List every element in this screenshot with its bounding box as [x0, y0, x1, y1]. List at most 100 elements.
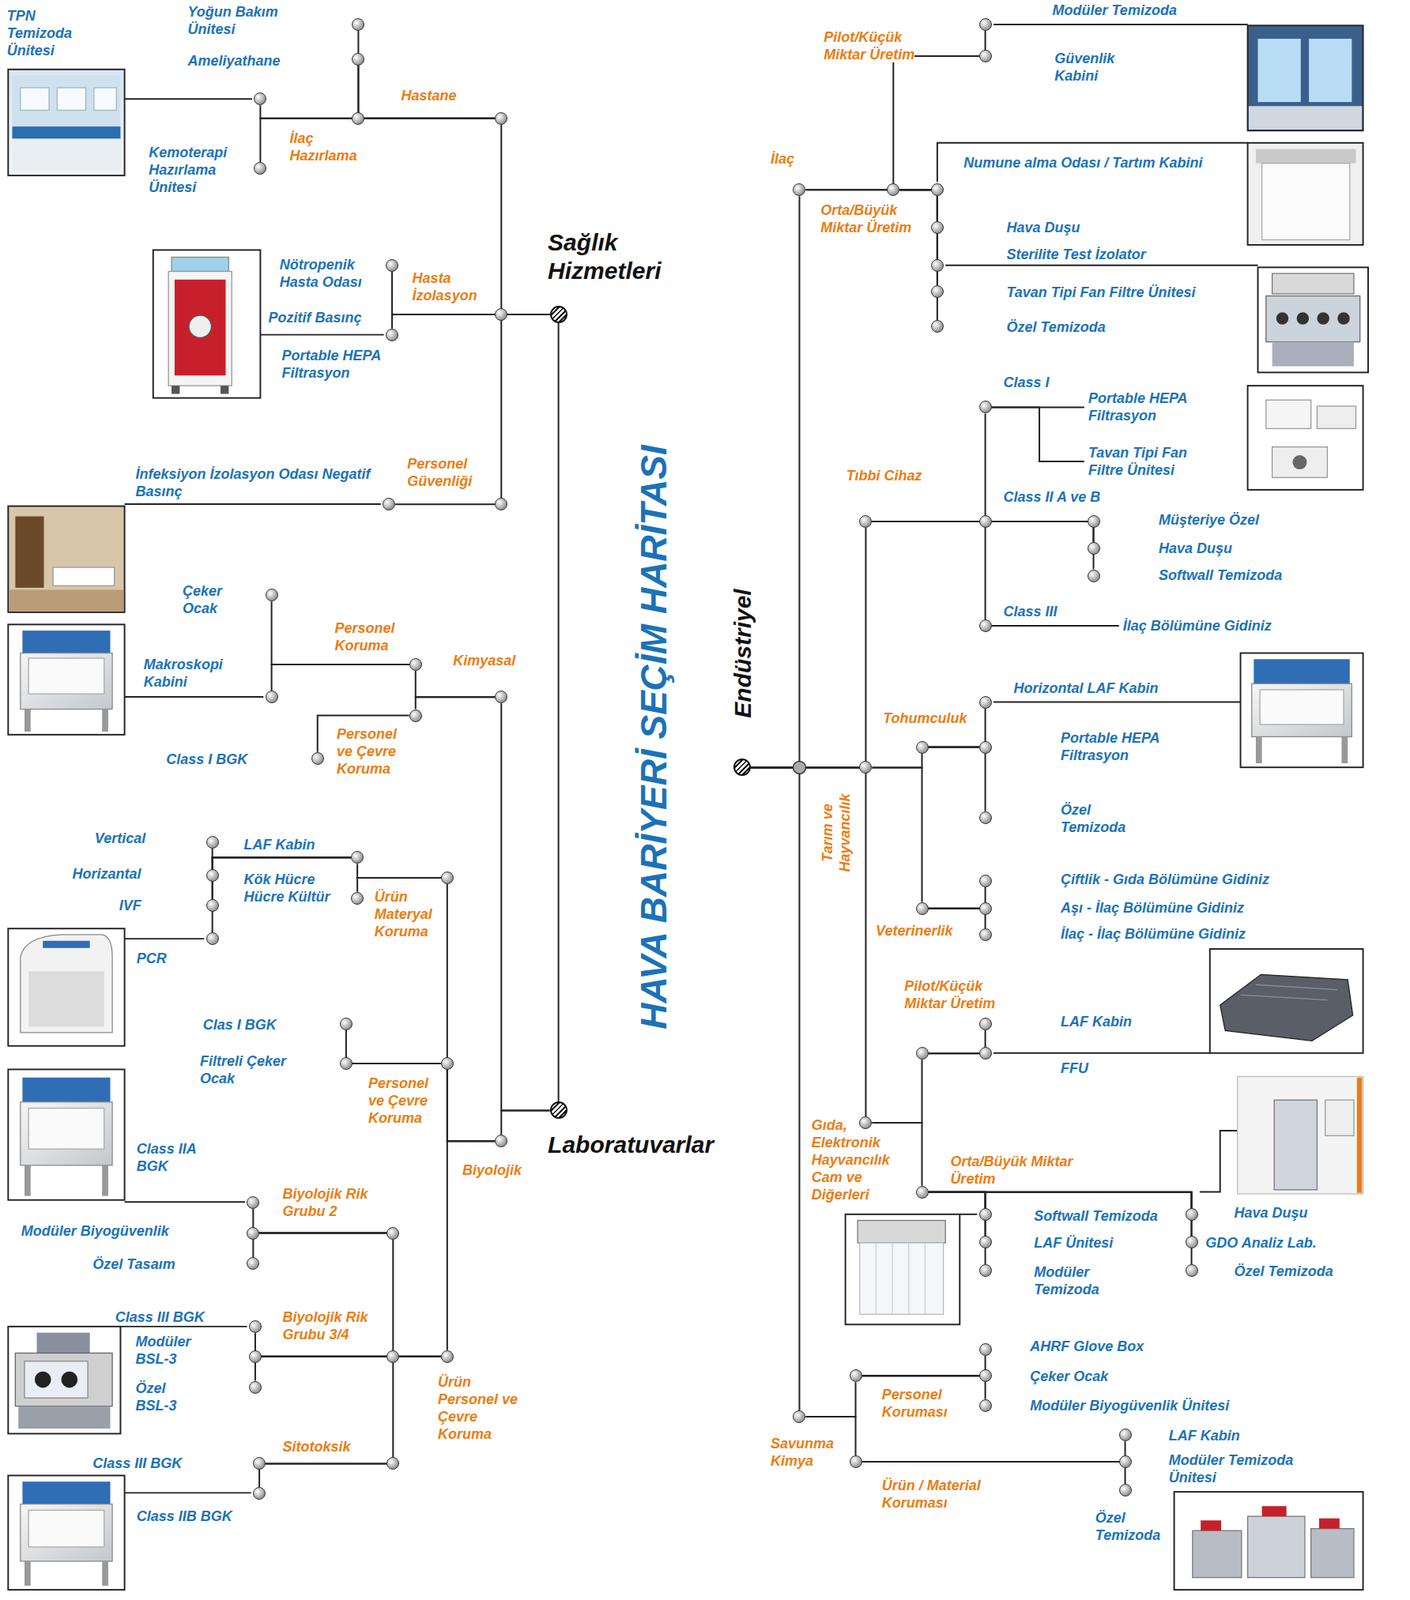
connector-line — [991, 407, 1085, 461]
junction-node: Güvenlik Kabini — [979, 49, 992, 63]
hub-node: Laboratuvarlar — [550, 1101, 568, 1120]
illustration-part — [174, 279, 227, 376]
junction-node: Tarım ve Hayvancılık — [859, 761, 872, 774]
illustration-part — [124, 938, 205, 940]
illustration-part — [1192, 1530, 1242, 1578]
junction-node: Kimyasal — [494, 690, 508, 704]
node-label: Orta/Büyük Miktar Üretim — [820, 202, 912, 236]
sterility-isolator-photo — [1258, 267, 1369, 373]
illustration-part — [28, 1108, 105, 1150]
node-label: Sitotoksik — [282, 1439, 351, 1456]
junction-node: Sitotoksik — [386, 1457, 400, 1471]
illustration-part — [24, 709, 31, 732]
node-label: Özel Temizoda — [1060, 802, 1126, 836]
illustration-part — [171, 256, 229, 272]
node-label: Özel Temizoda — [1234, 1263, 1334, 1280]
connector-line — [212, 857, 351, 933]
illustration-part — [1316, 312, 1330, 325]
node-label: LAF Kabin — [243, 836, 315, 853]
junction-node: Aşı - İlaç Bölümüne Gidiniz — [979, 902, 992, 916]
illustration-part — [1319, 1519, 1340, 1530]
junction-node: Pilot/Küçük Miktar Üretim — [886, 49, 900, 63]
node-label: LAF Kabin — [1060, 1014, 1132, 1030]
connector-line — [928, 747, 986, 812]
connector-line — [899, 189, 938, 286]
illustration-part — [1247, 1516, 1305, 1578]
node-label: Softwall Temizoda — [1158, 567, 1282, 584]
connector-line — [928, 1030, 986, 1054]
junction-node: Savunma Kimya — [792, 1410, 806, 1424]
ffu-panels-photo — [1247, 385, 1364, 491]
junction-node: Modüler Temizoda — [979, 18, 992, 31]
junction-node: Veterinerlik — [916, 902, 929, 916]
section-heading: Endüstriyel — [729, 589, 756, 719]
junction-node: İnfeksiyon İzolasyon Odası Negatif Basın… — [382, 497, 396, 511]
connectors — [212, 30, 1192, 1488]
node-label: Özel Temizoda — [1006, 319, 1105, 336]
connector-line — [392, 1357, 441, 1459]
node-label: Özel Temizoda — [1095, 1510, 1161, 1544]
illustration-part — [1248, 105, 1362, 130]
junction-node: Hava Duşu — [931, 221, 944, 234]
connector-line — [928, 1192, 986, 1265]
junction-node: Özel Temizoda — [931, 320, 944, 333]
connector-line — [871, 1059, 922, 1124]
junction-node: Class III — [979, 619, 992, 633]
node-label: Modüler BSL-3 — [135, 1334, 192, 1368]
connector-line — [750, 196, 800, 768]
illustration-part — [171, 385, 180, 394]
junction-node: Çeker Ocak — [265, 588, 279, 602]
node-label: Personel Güvenliği — [407, 456, 472, 490]
node-label: Class III BGK — [115, 1309, 205, 1326]
node-label: GDO Analiz Lab. — [1205, 1235, 1316, 1252]
junction-node: LAF Kabin — [1119, 1428, 1132, 1442]
node-label: Filtreli Çeker Ocak — [199, 1053, 287, 1087]
illustration-part — [20, 934, 113, 1033]
connector-line — [259, 1463, 387, 1487]
node-label: Yoğun Bakım Ünitesi — [187, 3, 278, 38]
connector-line — [252, 1233, 387, 1259]
connector-line — [501, 314, 550, 498]
illustration-part — [1258, 267, 1369, 373]
junction-node: Hava Duşu — [1087, 542, 1101, 555]
node-label: Pilot/Küçük Miktar Üretim — [823, 29, 915, 63]
class-iii-glovebox-photo — [7, 1327, 121, 1435]
node-label: Class I BGK — [165, 751, 248, 768]
junction-node: Gıda, Elektronik Hayvancılık Cam ve Diğe… — [859, 1116, 872, 1130]
illustration-part — [1274, 1100, 1317, 1191]
illustration-part — [1308, 38, 1352, 102]
node-label: PCR — [136, 950, 167, 967]
connector-line — [750, 767, 866, 1117]
node-label: IVF — [119, 897, 142, 914]
illustration-part — [1255, 736, 1263, 764]
illustration-part — [1272, 447, 1328, 479]
node-label: Modüler Biyogüvenlik — [21, 1223, 170, 1240]
junction-node: Class I BGK — [311, 752, 325, 766]
junction-node: Orta/Büyük Miktar Üretim — [916, 1186, 929, 1199]
junction-node: Makroskopi Kabini — [265, 690, 279, 704]
illustration-part — [937, 143, 1248, 182]
node-label: İlaç - İlaç Bölümüne Gidiniz — [1060, 926, 1246, 943]
illustration-part — [1240, 653, 1364, 769]
illustration-part — [22, 1481, 110, 1505]
connector-line — [750, 527, 866, 768]
node-label: Makroskopi Kabini — [143, 656, 223, 690]
node-label: Horizontal LAF Kabin — [1013, 680, 1158, 697]
node-label: İlaç Bölümüne Gidiniz — [1123, 618, 1272, 634]
illustration-part — [1262, 163, 1350, 241]
leader-lines — [120, 24, 1258, 1493]
illustration-part — [28, 658, 105, 694]
junction-node: Hasta İzolasyon — [494, 308, 508, 321]
junction-node: Modüler BSL-3 — [248, 1350, 262, 1364]
node-label: Hava Duşu — [1158, 540, 1233, 557]
connector-line — [805, 1382, 856, 1418]
illustration-part — [859, 1243, 944, 1315]
connector-line — [447, 1070, 495, 1142]
node-label: Müşteriye Özel — [1158, 512, 1260, 528]
illustration-part — [1251, 683, 1353, 737]
illustration-part — [20, 653, 113, 710]
junction-node: Personel Koruması — [849, 1369, 863, 1383]
node-label: Aşı - İlaç Bölümüne Gidiniz — [1060, 900, 1245, 917]
node-label: Modüler Temizoda — [1052, 2, 1177, 19]
node-label: İlaç Hazırlama — [290, 130, 358, 164]
